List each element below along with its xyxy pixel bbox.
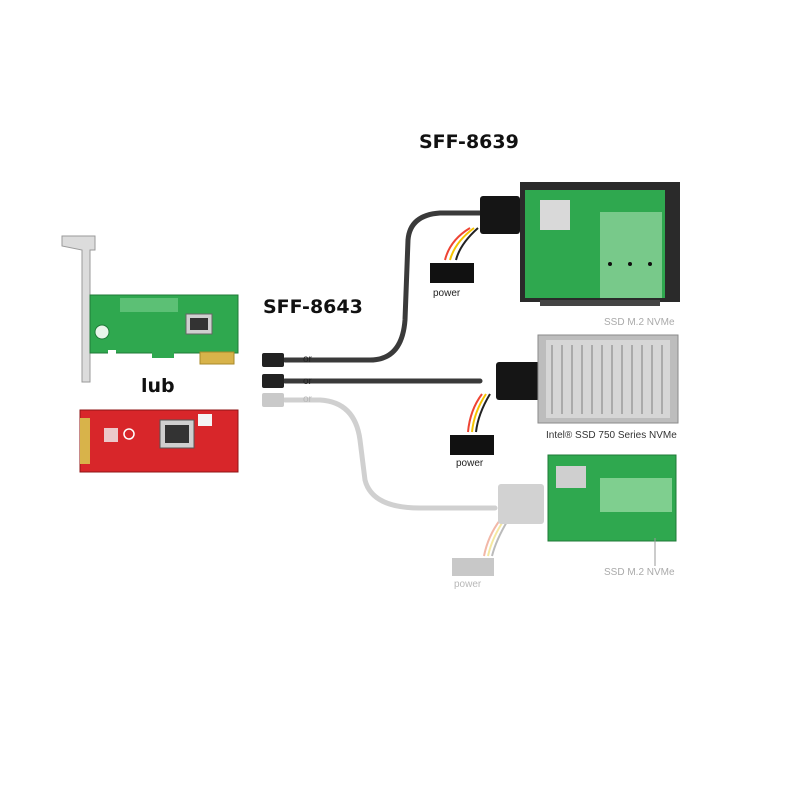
sata-power-1 bbox=[430, 263, 474, 283]
label-power-3: power bbox=[454, 579, 482, 590]
label-power-2: power bbox=[456, 458, 484, 469]
cable-plugs bbox=[262, 353, 284, 407]
caption-ssd-m2-bottom: SSD M.2 NVMe bbox=[604, 567, 675, 578]
u2-connector-1 bbox=[480, 196, 520, 234]
ssd-m2-adapter-top bbox=[520, 182, 680, 306]
label-power-1: power bbox=[433, 288, 461, 299]
sata-power-3 bbox=[452, 558, 494, 576]
m2-board bbox=[79, 409, 239, 473]
caption-ssd-m2-top: SSD M.2 NVMe bbox=[604, 317, 675, 328]
ssd-m2-adapter-bottom bbox=[547, 454, 677, 566]
cables bbox=[282, 210, 498, 511]
pcie-adapter-card bbox=[61, 235, 239, 383]
u2-connector-2 bbox=[496, 362, 540, 400]
power-leads bbox=[444, 227, 509, 557]
label-or-1: or bbox=[303, 354, 312, 365]
label-or-2: or bbox=[303, 376, 312, 387]
label-lub: lub bbox=[141, 375, 175, 397]
cable-bottom bbox=[282, 397, 498, 511]
intel-ssd-750 bbox=[537, 334, 679, 424]
label-sff8639: SFF-8639 bbox=[419, 131, 519, 153]
cable-top bbox=[282, 210, 483, 363]
pcie-bracket bbox=[61, 235, 96, 383]
sata-power-2 bbox=[450, 435, 494, 455]
m2-adapter-card bbox=[79, 409, 239, 473]
pcie-gold-fingers bbox=[199, 351, 235, 365]
label-or-3: or bbox=[303, 394, 312, 405]
u2-connector-3 bbox=[498, 484, 544, 524]
caption-intel-ssd: Intel® SSD 750 Series NVMe bbox=[546, 430, 677, 441]
pcie-board bbox=[89, 294, 239, 354]
label-sff8643: SFF-8643 bbox=[263, 296, 363, 318]
